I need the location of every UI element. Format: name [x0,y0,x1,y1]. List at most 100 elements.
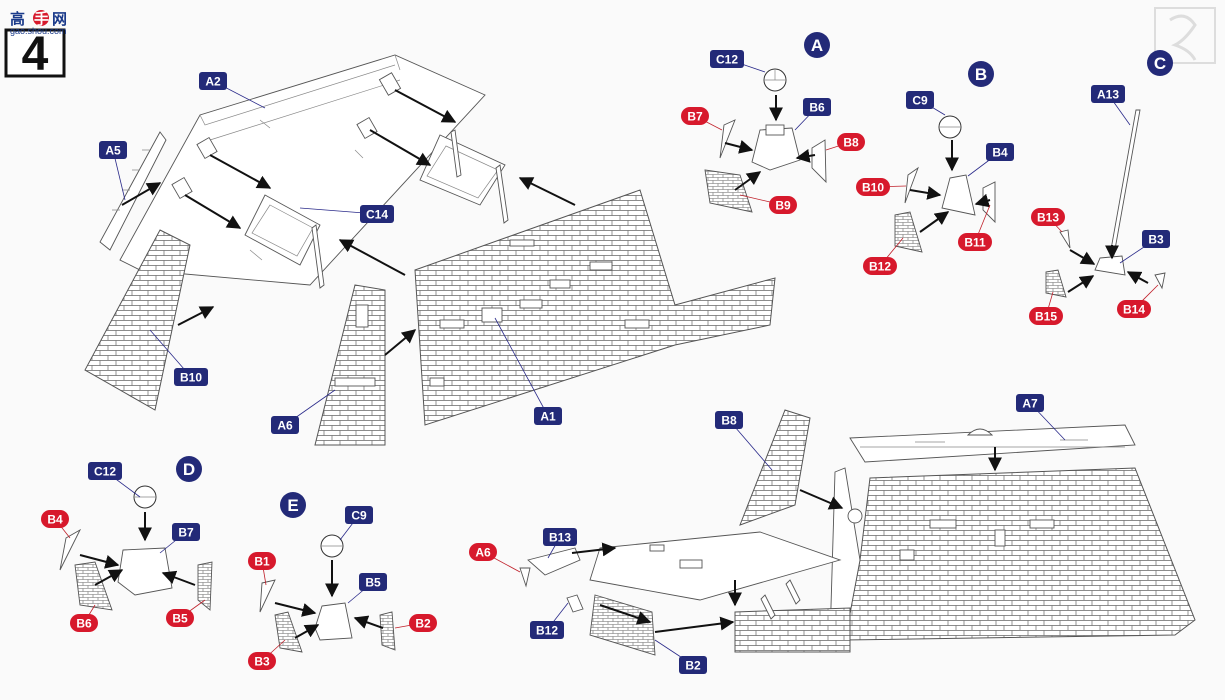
label-badge [199,72,227,90]
label-c9: C9 [906,91,946,116]
label-c9: C9 [339,506,373,541]
label-badge [271,416,299,434]
watermark-logo-icon [33,10,49,26]
label-text: C9 [351,509,367,523]
label-text: C9 [912,94,928,108]
label-text: A7 [1022,397,1038,411]
part-a7-deck [849,424,1136,463]
label-badge [359,573,387,591]
label-text: C12 [716,53,738,67]
label-text: B6 [76,617,92,631]
label-badge [543,528,577,546]
label-b6: B6 [70,604,98,632]
watermark-url: gao.shou.com [10,26,67,36]
main-tower-assembly [84,54,776,446]
label-b4: B4 [41,510,71,539]
detail-c [1045,109,1166,298]
label-badge [986,143,1014,161]
label-badge [1091,85,1125,103]
label-badge [70,614,98,632]
label-badge [863,257,897,275]
label-badge [1117,300,1151,318]
watermark: 高 手 网 gao.shou.com [10,10,67,36]
page-corner-mark [1154,7,1216,64]
svg-text:C: C [1154,54,1166,73]
lower-right-assembly [519,409,1196,656]
label-text: B14 [1123,303,1145,317]
label-b7: B7 [159,523,200,554]
label-b8: B8 [715,411,773,471]
detail-d [59,485,213,611]
label-text: B4 [992,146,1008,160]
label-a2: A2 [199,72,266,109]
detail-b [894,115,996,253]
label-badge [360,205,394,223]
detail-e [259,534,396,653]
label-a1: A1 [494,317,562,425]
label-badge [530,621,564,639]
label-badge [1142,230,1170,248]
part-a6-pillar [314,284,386,446]
label-badge [248,652,276,670]
label-badge [88,462,122,480]
label-text: A2 [205,75,221,89]
svg-text:B: B [975,65,987,84]
label-c12: C12 [710,50,766,73]
label-text: B5 [172,612,188,626]
label-text: B13 [1037,211,1059,225]
label-b11: B11 [958,204,992,251]
label-badge [837,133,865,151]
label-a5: A5 [99,141,127,201]
label-b12: B12 [530,602,569,639]
label-b5: B5 [347,573,387,604]
svg-text:D: D [183,460,195,479]
label-text: B2 [415,617,431,631]
label-badge [856,178,890,196]
label-text: A5 [105,144,121,158]
label-c14: C14 [299,205,394,223]
watermark-char-3: 网 [52,10,67,28]
detail-marker-a: A [804,32,830,58]
part-labels: A2A5C14B10A6A1C12B6B7B8B9C9B4B10B11B12A1… [41,50,1170,674]
label-text: A13 [1097,88,1119,102]
label-text: C12 [94,465,116,479]
svg-text:A: A [811,36,823,55]
label-badge [174,368,208,386]
label-b13: B13 [1031,208,1065,233]
label-b1: B1 [248,552,276,586]
label-b5: B5 [166,599,206,627]
label-badge [99,141,127,159]
label-text: B10 [180,371,202,385]
label-badge [710,50,744,68]
detail-marker-d: D [176,456,202,482]
label-b10: B10 [856,178,907,196]
label-badge [1016,394,1044,412]
label-b9: B9 [739,194,797,214]
label-badge [906,91,934,109]
label-text: B12 [536,624,558,638]
step-number: 4 [22,28,49,81]
label-b15: B15 [1029,291,1063,325]
label-b4: B4 [967,143,1014,177]
label-text: B12 [869,260,891,274]
label-b12: B12 [863,237,904,275]
label-text: B15 [1035,310,1057,324]
watermark-char-2: 手 [34,10,49,28]
detail-marker-e: E [280,492,306,518]
label-text: B1 [254,555,270,569]
step-number-box: 4 [4,28,66,81]
watermark-char-1: 高 [10,10,25,28]
label-text: A1 [540,410,556,424]
label-b7: B7 [681,107,723,131]
label-badge [715,411,743,429]
label-badge [469,543,497,561]
detail-marker-c: C [1147,50,1173,76]
label-badge [534,407,562,425]
detail-a [704,68,827,213]
label-badge [166,609,194,627]
label-text: B5 [365,576,381,590]
label-text: C14 [366,208,388,222]
label-a6: A6 [271,389,336,434]
label-badge [172,523,200,541]
